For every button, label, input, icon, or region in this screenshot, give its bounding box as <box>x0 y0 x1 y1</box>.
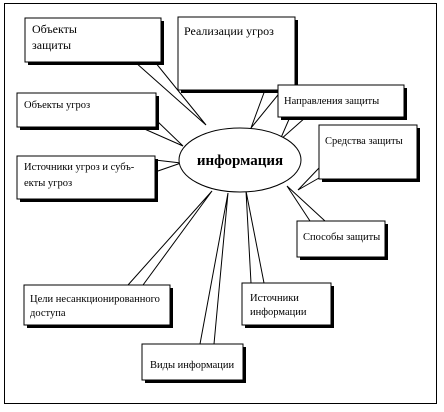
callout-label-line: Средства защиты <box>325 136 403 147</box>
pointer-threat-realizations <box>250 89 284 129</box>
callout-label-line: Объекты <box>32 22 77 36</box>
pointer-protection-means <box>297 166 320 191</box>
callout-label-line: защиты <box>32 38 71 52</box>
callout-information-types: Виды информации <box>141 343 246 383</box>
callout-label-line: доступа <box>30 308 66 319</box>
pointer-information-sources <box>245 190 265 284</box>
callout-box <box>241 282 332 326</box>
callout-unauthorized-access-goals: Цели несанкционированного доступа <box>23 284 173 328</box>
pointer-threat-sources <box>154 159 182 173</box>
callout-label-line: Способы защиты <box>303 232 380 243</box>
callout-protection-means: Средства защиты <box>318 124 420 182</box>
callout-label-line: Источники угроз и субъ- <box>24 162 135 173</box>
callout-threat-realizations: Реализации угроз <box>177 16 298 93</box>
callout-label-line: Виды информации <box>150 360 234 371</box>
boxes-layer: Объекты защиты Реализации угрозНаправления… <box>16 16 420 383</box>
callout-label-line: екты угроз <box>24 178 72 189</box>
callout-box <box>16 155 156 200</box>
callout-label-line: Источники <box>250 293 299 304</box>
callout-threat-sources: Источники угроз и субъ-екты угроз <box>16 155 158 202</box>
pointer-protection-directions <box>279 116 308 141</box>
callout-threat-objects: Объекты угроз <box>16 92 159 130</box>
center-ellipse <box>178 127 302 193</box>
callout-label-line: Объекты угроз <box>24 100 90 111</box>
callout-box <box>277 84 405 118</box>
pointer-protection-methods <box>286 185 327 222</box>
callout-protection-directions: Направления защиты <box>277 84 407 120</box>
callout-box <box>177 16 296 91</box>
callout-label-line: Цели несанкционированного <box>30 294 160 305</box>
callout-box <box>318 124 418 180</box>
callout-box <box>23 284 171 326</box>
callout-label-line: Направления защиты <box>284 96 379 107</box>
callout-label-line: информации <box>250 307 307 318</box>
callout-box <box>24 17 162 63</box>
callout-information-sources: Источники информации <box>241 282 334 328</box>
callout-label-line: Реализации угроз <box>184 24 274 38</box>
callout-objects-protection: Объекты защиты <box>24 17 164 65</box>
pointer-unauthorized-access-goals <box>126 190 213 286</box>
callout-box <box>16 92 157 128</box>
callout-box <box>296 220 386 258</box>
pointer-information-types <box>199 192 229 345</box>
center-layer: информация <box>178 127 302 193</box>
callout-protection-methods: Способы защиты <box>296 220 388 260</box>
callout-box <box>141 343 244 381</box>
center-label: информация <box>197 153 283 169</box>
